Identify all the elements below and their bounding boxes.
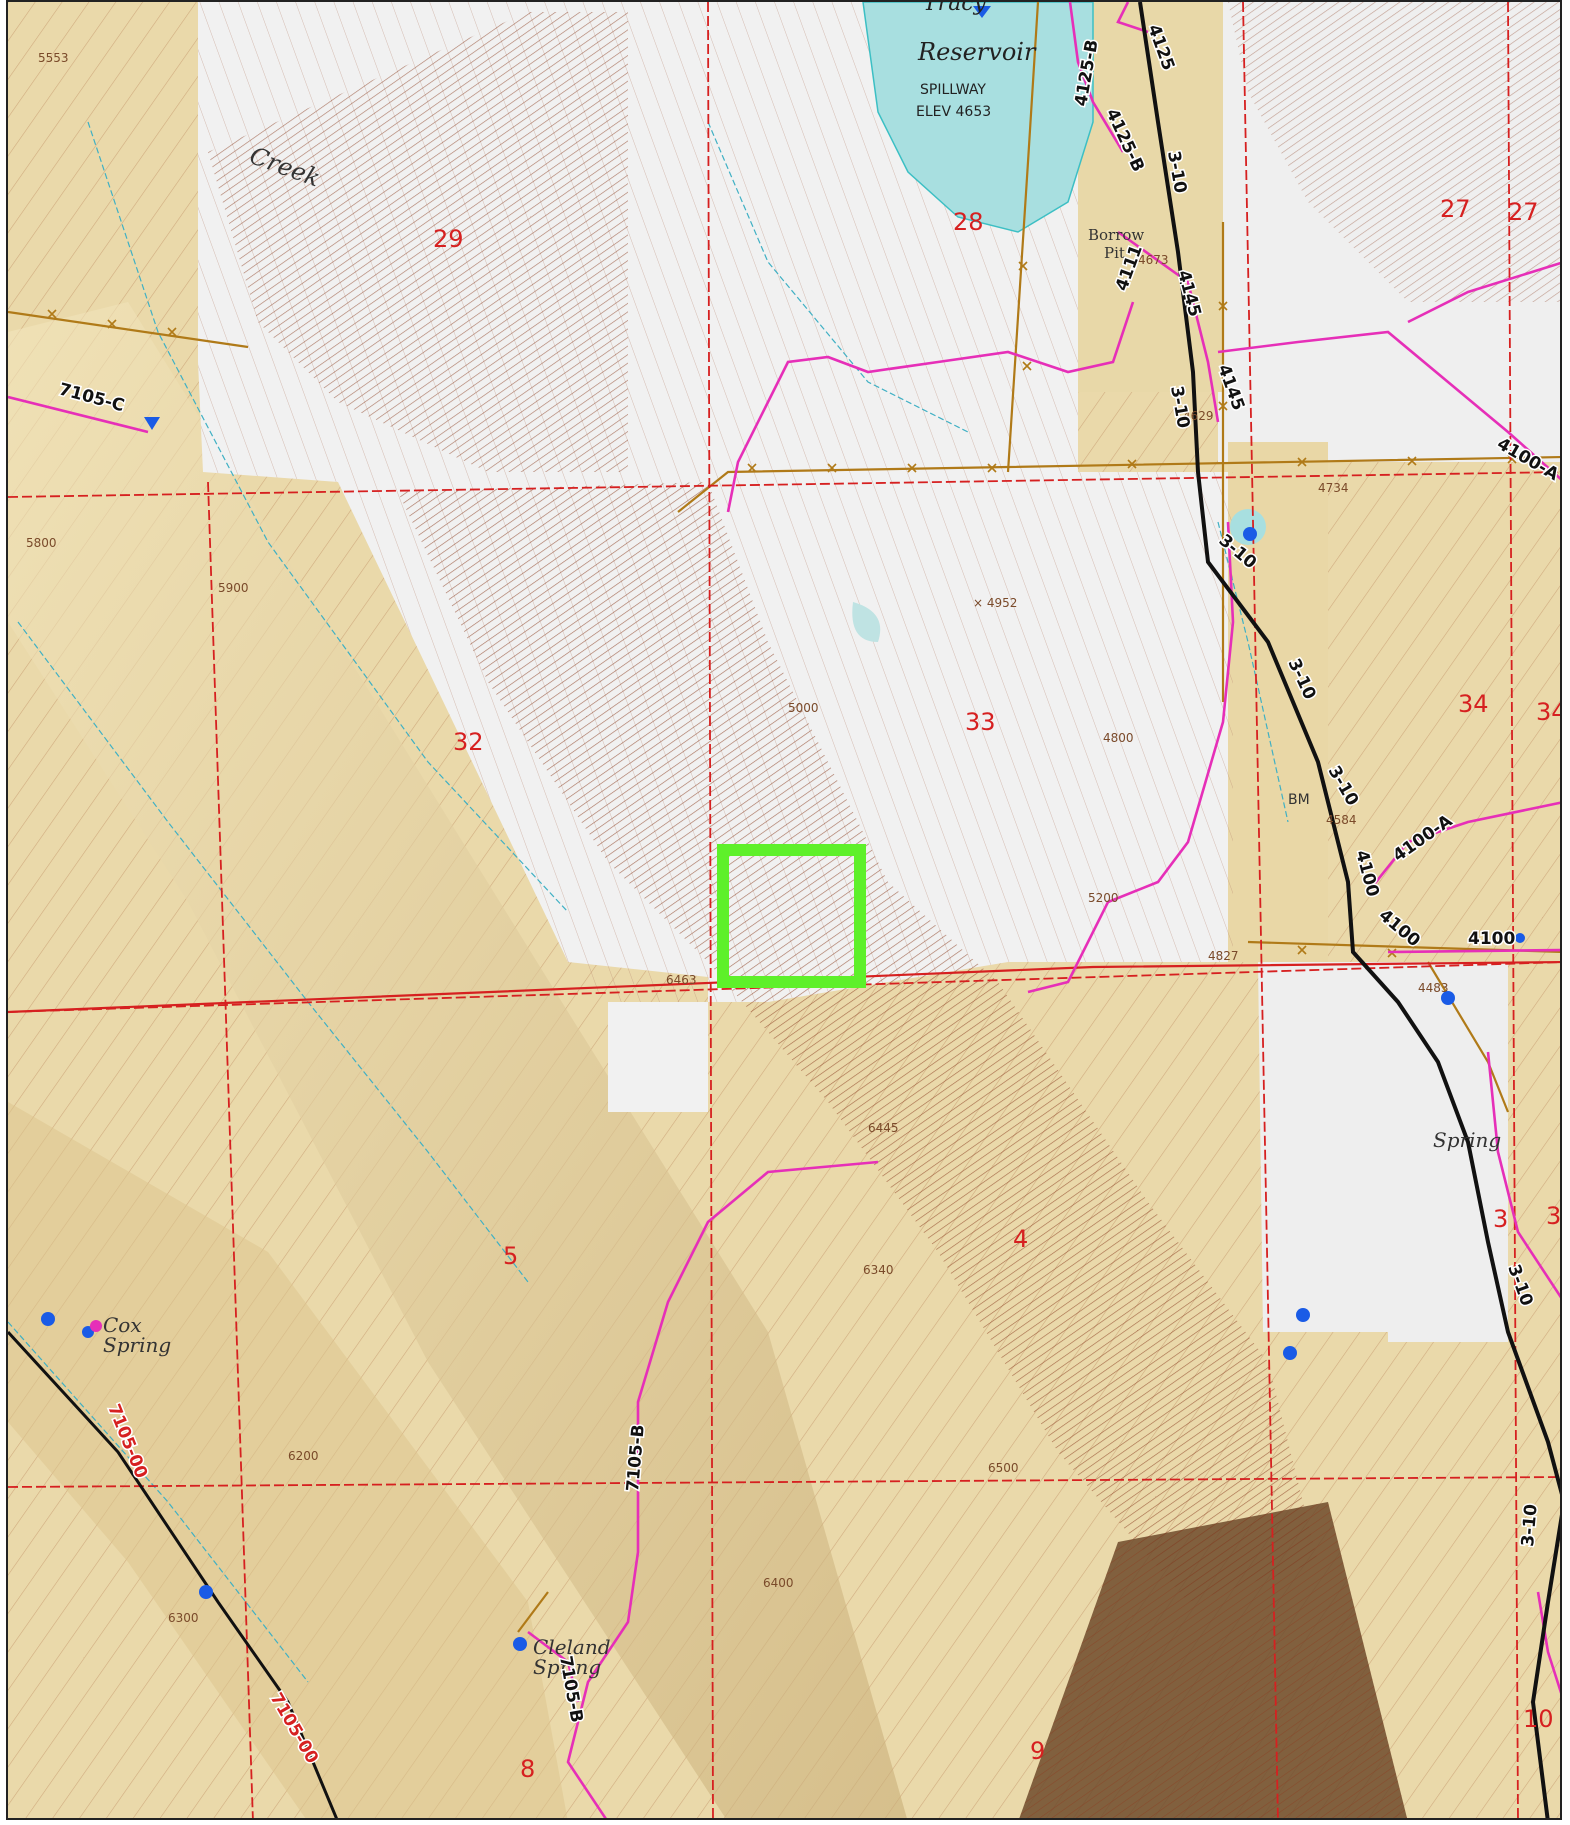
road-label-4100: 4100	[1468, 929, 1515, 949]
spring-dot	[41, 1312, 55, 1326]
section-5: 5	[503, 1242, 518, 1270]
road-east-lower	[1486, 1051, 1560, 1299]
section-lines	[8, 2, 1560, 1818]
elevation-label: 5900	[218, 581, 249, 595]
section-3: 3	[1546, 1202, 1561, 1230]
road-4100-A-east	[1366, 801, 1560, 893]
spring-dot	[1296, 1308, 1310, 1322]
elevation-label: 6300	[168, 1611, 199, 1625]
elevation-label: 5553	[38, 51, 69, 65]
elevation-label: 6463	[666, 973, 697, 987]
cleland-spring-label-2: Spring	[533, 1655, 601, 1679]
road-4125	[1116, 2, 1149, 34]
spring-dot	[90, 1320, 102, 1332]
elevation-labels: 5553 5800 5900 × 4952 5000 4800 4734 462…	[26, 51, 1449, 1625]
highways[interactable]	[1138, 2, 1562, 1820]
section-line-solid	[8, 960, 1560, 1014]
elevation-label: 6445	[868, 1121, 899, 1135]
elevation-label: 4827	[1208, 949, 1239, 963]
elevation-label: 4584	[1326, 813, 1357, 827]
pond-water[interactable]	[1230, 509, 1266, 545]
section-34: 34	[1536, 698, 1562, 726]
elevation-label: 5000	[788, 701, 819, 715]
road-cleland	[527, 1630, 580, 1703]
spring-right-label: Spring	[1433, 1128, 1501, 1152]
section-28: 28	[953, 208, 984, 236]
spillway-label-2: ELEV 4653	[916, 104, 991, 120]
steep-slope-creek	[208, 12, 628, 472]
spring-dot	[199, 1585, 213, 1599]
spring-dot	[1515, 933, 1525, 943]
spillway-marker-icon	[973, 6, 991, 18]
road-7105-C	[8, 395, 149, 434]
elevation-label: 6500	[988, 1461, 1019, 1475]
section-29: 29	[433, 225, 464, 253]
white-area-east	[1258, 962, 1508, 1342]
bm-label: BM	[1288, 792, 1310, 808]
elevation-label: 4629	[1183, 409, 1214, 423]
elevation-label: 4734	[1318, 481, 1349, 495]
elevation-label: × 4952	[973, 596, 1017, 610]
elevation-label: 5200	[1088, 891, 1119, 905]
cleland-spring-label-1: Cleland	[533, 1635, 611, 1659]
reservoir-name: Reservoir	[917, 38, 1037, 66]
borrow-pit-label-2: Pit	[1104, 244, 1125, 262]
elevation-label: 6400	[763, 1576, 794, 1590]
spring-dot	[1283, 1346, 1297, 1360]
road-label-3-10: 3-10	[1518, 1503, 1542, 1547]
section-3: 3	[1493, 1205, 1508, 1233]
steep-slope-dark-texture	[1019, 1502, 1407, 1818]
borrow-pit-label-1: Borrow	[1088, 226, 1144, 244]
elevation-label: 4673	[1138, 253, 1169, 267]
fence-x-marks	[47, 261, 1517, 958]
topographic-map[interactable]: Tracy Reservoir SPILLWAY ELEV 4653 Creek…	[6, 0, 1562, 1820]
road-east-spur	[1027, 521, 1235, 994]
elevation-label: 5800	[26, 536, 57, 550]
spring-dot	[1243, 527, 1257, 541]
highway-7105-00[interactable]	[8, 1330, 338, 1820]
road-4100	[1387, 948, 1560, 954]
spring-dot	[513, 1637, 527, 1651]
road-north-loop	[726, 301, 1135, 513]
water-tank-icon	[144, 417, 160, 430]
pond-water-2	[852, 602, 881, 642]
spring-dot	[1441, 991, 1455, 1005]
road-east-bottom	[1536, 1591, 1560, 1694]
elevation-label: 6200	[288, 1449, 319, 1463]
section-4: 4	[1013, 1225, 1028, 1253]
road-spur-north	[1407, 261, 1560, 324]
section-8: 8	[520, 1755, 535, 1783]
section-numbers: 27 27 28 29 32 33 34 34 3 3 4 5 8 9 10	[433, 195, 1562, 1783]
elevation-label: 4483	[1418, 981, 1449, 995]
steep-slope-northeast	[1228, 2, 1560, 302]
section-27: 27	[1508, 198, 1539, 226]
spring-markers[interactable]	[41, 527, 1525, 1651]
ridge-west	[8, 302, 907, 1818]
steep-slope-central	[398, 482, 1318, 1602]
reservoir-name-top: Tracy	[923, 2, 987, 16]
cox-spring-label-1: Cox	[103, 1313, 142, 1337]
road-4145	[1117, 230, 1220, 423]
highway-3-10	[1138, 2, 1560, 1818]
spillway-label-1: SPILLWAY	[920, 82, 986, 98]
road-7105-B	[566, 1160, 879, 1818]
section-34: 34	[1458, 690, 1489, 718]
highlight-box[interactable]	[717, 844, 866, 988]
section-10: 10	[1523, 1705, 1554, 1733]
elevation-label: 6340	[863, 1263, 894, 1277]
section-27: 27	[1440, 195, 1471, 223]
section-32: 32	[453, 728, 484, 756]
road-4100-A-north	[1217, 330, 1560, 481]
section-33: 33	[965, 708, 996, 736]
section-9: 9	[1030, 1737, 1045, 1765]
magenta-roads[interactable]	[8, 2, 1562, 1820]
cox-spring-label-2: Spring	[103, 1333, 171, 1357]
road-4125-B	[1068, 2, 1125, 153]
ridge-south	[8, 1102, 568, 1818]
elevation-label: 4800	[1103, 731, 1134, 745]
